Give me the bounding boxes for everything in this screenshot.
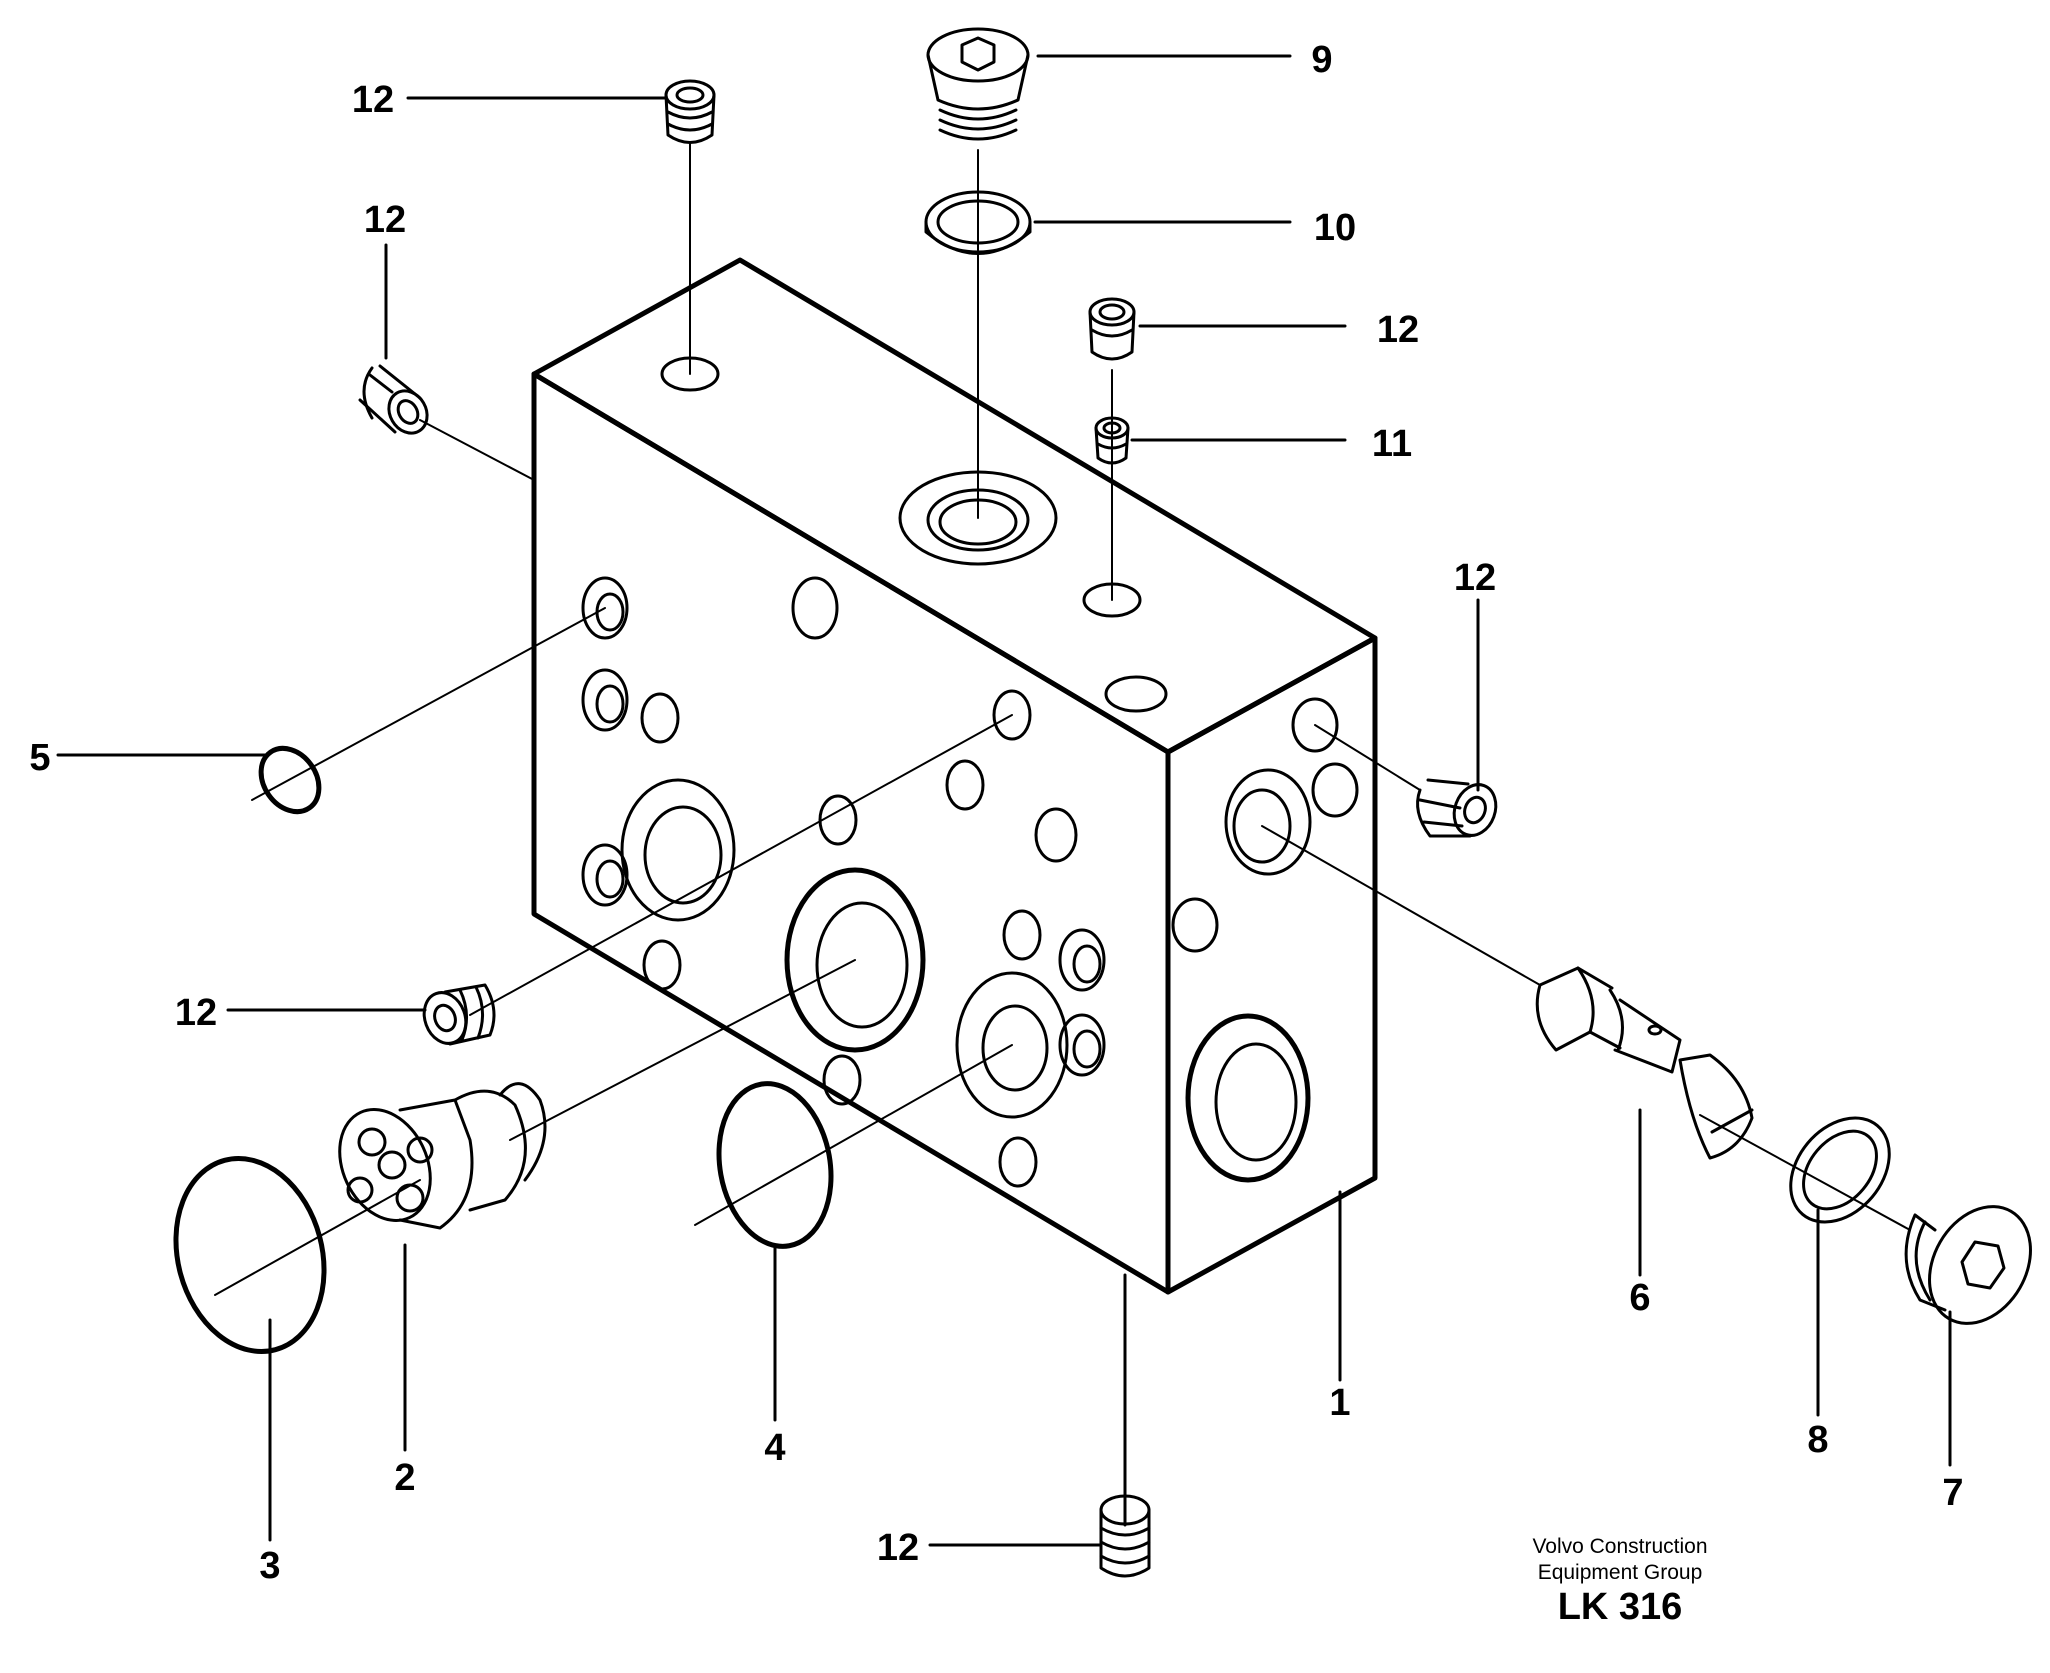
callout-6: 6 bbox=[1629, 1277, 1650, 1319]
callout-9: 9 bbox=[1311, 39, 1332, 81]
callout-12-mid-top: 12 bbox=[1377, 309, 1419, 351]
callout-12-upper-left: 12 bbox=[364, 199, 406, 241]
callout-11: 11 bbox=[1372, 423, 1412, 465]
plug-7 bbox=[1904, 1205, 2032, 1325]
callout-1: 1 bbox=[1329, 1382, 1350, 1424]
small-plug-12-right bbox=[1416, 778, 1498, 838]
callout-12-lower-left: 12 bbox=[175, 992, 217, 1034]
valve-block bbox=[531, 257, 1378, 1295]
callout-2: 2 bbox=[394, 1457, 415, 1499]
small-plug-12-mid-top bbox=[1088, 297, 1136, 361]
callout-12-right: 12 bbox=[1454, 557, 1496, 599]
seal-ring-8 bbox=[1789, 1116, 1891, 1224]
caption-line-1: Volvo Construction bbox=[1532, 1535, 1708, 1558]
cartridge-valve-2 bbox=[338, 1082, 547, 1230]
callout-leaders bbox=[56, 54, 1952, 1547]
small-plug-12-top bbox=[664, 79, 716, 144]
o-ring-3 bbox=[173, 1156, 327, 1354]
drawing-code: LK 316 bbox=[1557, 1586, 1683, 1628]
plug-9 bbox=[926, 27, 1030, 141]
callout-10: 10 bbox=[1314, 207, 1356, 249]
spool-6 bbox=[1535, 966, 1754, 1160]
o-ring-5 bbox=[258, 745, 322, 815]
callout-8: 8 bbox=[1807, 1419, 1828, 1461]
callout-4: 4 bbox=[764, 1427, 785, 1469]
callout-3: 3 bbox=[259, 1545, 280, 1587]
callout-12-top-left: 12 bbox=[352, 79, 394, 121]
seal-ring-10 bbox=[924, 190, 1032, 255]
caption: Volvo Construction Equipment Group LK 31… bbox=[1440, 1534, 1800, 1629]
small-plug-12-lower-left bbox=[422, 983, 496, 1046]
callout-5: 5 bbox=[29, 737, 50, 779]
caption-line-2: Equipment Group bbox=[1537, 1561, 1703, 1584]
small-plug-12-upper-left bbox=[358, 364, 429, 435]
small-plug-12-bottom bbox=[1099, 1494, 1151, 1578]
callout-7: 7 bbox=[1942, 1472, 1963, 1514]
small-plug-11 bbox=[1094, 416, 1130, 465]
o-ring-4 bbox=[716, 1081, 834, 1249]
assembly-lines bbox=[214, 143, 1911, 1296]
callout-12-bottom: 12 bbox=[877, 1527, 919, 1569]
